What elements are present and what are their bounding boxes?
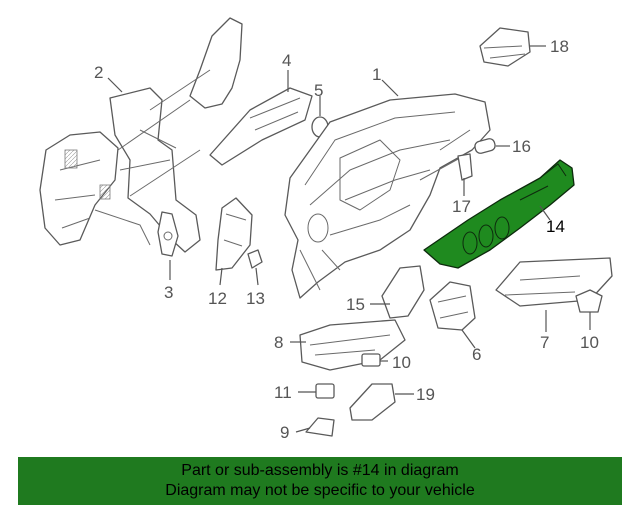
callout-17: 17	[452, 197, 471, 216]
part-17-clip	[457, 153, 473, 181]
part-1-instrument-panel	[284, 93, 491, 299]
part-6-duct	[429, 281, 476, 331]
callout-3: 3	[164, 283, 173, 302]
callout-5: 5	[314, 81, 323, 100]
callout-13: 13	[246, 289, 265, 308]
part-14-highlighted-trim	[423, 159, 575, 269]
part-18-module	[479, 27, 531, 67]
callout-14: 14	[546, 217, 565, 236]
leader-lines	[107, 45, 591, 433]
part-3-bracket	[157, 211, 179, 257]
callout-9: 9	[280, 423, 289, 442]
callout-1: 1	[372, 65, 381, 84]
banner-line-1: Part or sub-assembly is #14 in diagram	[181, 462, 459, 479]
part-12-side-panel	[215, 197, 253, 271]
part-4-trim-panel	[209, 87, 313, 166]
callout-6: 6	[472, 345, 481, 364]
callout-18: 18	[550, 37, 569, 56]
callout-15: 15	[346, 295, 365, 314]
callout-2: 2	[94, 63, 103, 82]
callout-10-right: 10	[580, 333, 599, 352]
part-13-clip	[247, 249, 263, 269]
callout-12: 12	[208, 289, 227, 308]
callout-10-center: 10	[392, 353, 411, 372]
callout-7: 7	[540, 333, 549, 352]
callout-8: 8	[274, 333, 283, 352]
part-11-connector	[315, 383, 335, 399]
part-9-clip	[305, 417, 335, 437]
part-16-button	[474, 138, 496, 154]
part-19-switch-panel	[349, 383, 396, 421]
parts-diagram: 1 2 3 4 5 6 7 8 9 10 10 11 12 13 14 15 1…	[39, 17, 613, 442]
callout-19: 19	[416, 385, 435, 404]
part-2-support-frame	[39, 17, 243, 253]
callout-11: 11	[274, 383, 292, 402]
part-10-clip-right	[575, 289, 603, 313]
callout-4: 4	[282, 51, 291, 70]
callouts: 1 2 3 4 5 6 7 8 9 10 10 11 12 13 14 15 1…	[94, 37, 599, 442]
part-10-clip-center	[361, 353, 381, 367]
part-8-lower-support	[299, 319, 406, 371]
part-15-bracket	[381, 265, 425, 319]
banner-line-2: Diagram may not be specific to your vehi…	[165, 482, 475, 499]
info-banner: Part or sub-assembly is #14 in diagram D…	[18, 457, 622, 505]
callout-16: 16	[512, 137, 531, 156]
